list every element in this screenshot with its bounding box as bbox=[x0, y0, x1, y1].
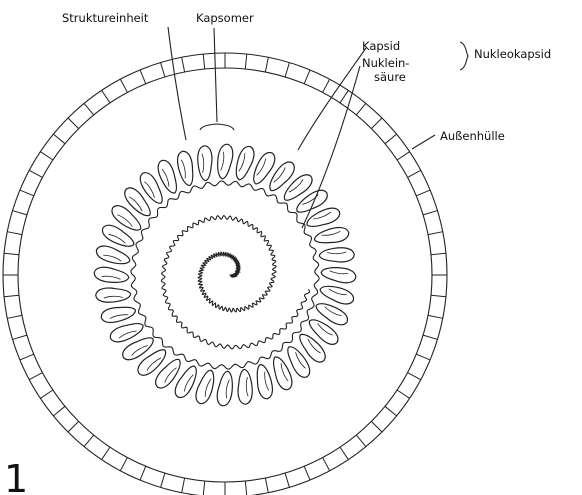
capsomer bbox=[100, 303, 137, 324]
envelope-segment bbox=[120, 458, 127, 471]
envelope-segment bbox=[40, 390, 52, 398]
label-nukleokapsid: Nukleokapsid bbox=[474, 47, 551, 61]
envelope-segment bbox=[397, 390, 409, 398]
envelope-segment bbox=[84, 435, 94, 447]
envelope-segment bbox=[323, 79, 330, 92]
envelope-segment bbox=[29, 373, 42, 380]
envelope-segment bbox=[140, 70, 146, 84]
capsomer bbox=[237, 369, 252, 404]
envelope-segment bbox=[4, 295, 19, 296]
leader-kapsid bbox=[298, 48, 366, 150]
envelope-segment bbox=[416, 190, 430, 196]
envelope-segment bbox=[203, 54, 204, 69]
envelope-segment bbox=[20, 190, 34, 196]
capsomer bbox=[253, 363, 274, 400]
envelope-segment bbox=[68, 421, 79, 432]
envelope-segment bbox=[397, 152, 409, 160]
envelope-segment bbox=[29, 170, 42, 177]
envelope-segment bbox=[4, 253, 19, 254]
envelope-segment bbox=[7, 232, 22, 235]
envelope-segment bbox=[84, 103, 94, 115]
nucleic-acid-spiral bbox=[161, 216, 309, 349]
envelope-segment bbox=[423, 211, 437, 215]
envelope-segment bbox=[245, 54, 246, 69]
envelope-segment bbox=[245, 481, 246, 495]
envelope-segment bbox=[161, 63, 165, 77]
envelope-segment bbox=[161, 473, 165, 487]
label-kapsomer: Kapsomer bbox=[196, 11, 254, 25]
envelope-segment bbox=[304, 466, 310, 480]
capsomer bbox=[94, 243, 132, 267]
outer-envelope bbox=[3, 53, 447, 495]
envelope-segment bbox=[385, 406, 397, 416]
envelope-segment bbox=[408, 373, 421, 380]
envelope-segment bbox=[285, 63, 289, 77]
envelope-segment bbox=[340, 447, 348, 459]
leader-aussenhuelle bbox=[412, 135, 435, 149]
envelope-segment bbox=[431, 253, 446, 254]
leader-struktureinheit bbox=[168, 27, 186, 140]
leader-kapsomer bbox=[214, 28, 217, 122]
envelope-segment bbox=[285, 473, 289, 487]
envelope-segment bbox=[428, 232, 443, 235]
nukleokapsid-brace bbox=[460, 42, 468, 70]
envelope-segment bbox=[304, 70, 310, 84]
label-kapsid: Kapsid bbox=[362, 39, 400, 53]
envelope-segment bbox=[265, 57, 268, 72]
capsomer bbox=[215, 143, 234, 180]
figure-number: 1 bbox=[4, 457, 28, 495]
capsomer-bracket bbox=[200, 124, 234, 130]
capsomer bbox=[313, 225, 350, 246]
envelope-segment bbox=[385, 134, 397, 144]
capsomer bbox=[318, 282, 356, 306]
envelope-segment bbox=[13, 335, 27, 339]
envelope-segments bbox=[3, 53, 447, 495]
envelope-segment bbox=[182, 478, 185, 493]
capsomer bbox=[93, 266, 130, 285]
envelope-segment bbox=[408, 170, 421, 177]
capsomer bbox=[95, 287, 130, 302]
capsomer bbox=[319, 247, 354, 262]
capsid-inner-boundary bbox=[131, 181, 319, 369]
envelope-segment bbox=[53, 406, 65, 416]
envelope-segment bbox=[431, 295, 446, 296]
envelope-segment bbox=[371, 421, 382, 432]
envelope-segment bbox=[428, 315, 443, 318]
envelope-segment bbox=[140, 466, 146, 480]
capsomer bbox=[175, 150, 196, 187]
envelope-segment bbox=[102, 90, 110, 102]
label-nuklein: Nuklein- bbox=[362, 56, 409, 70]
label-aussenhuelle: Außenhülle bbox=[440, 129, 505, 143]
envelope-segment bbox=[340, 90, 348, 102]
envelope-segment bbox=[371, 118, 382, 129]
label-saeure: säure bbox=[374, 70, 406, 84]
envelope-segment bbox=[7, 315, 22, 318]
envelope-segment bbox=[323, 458, 330, 471]
envelope-segment bbox=[423, 335, 437, 339]
envelope-segment bbox=[356, 103, 366, 115]
envelope-segment bbox=[182, 57, 185, 72]
envelope-segment bbox=[120, 79, 127, 92]
capsomer bbox=[197, 145, 212, 180]
capsomer bbox=[216, 370, 235, 407]
envelope-segment bbox=[68, 118, 79, 129]
envelope-segment bbox=[102, 447, 110, 459]
envelope-segment bbox=[40, 152, 52, 160]
envelope-segment bbox=[416, 354, 430, 360]
envelope-segment bbox=[265, 478, 268, 493]
capsomer bbox=[320, 265, 357, 284]
capsomer bbox=[193, 368, 217, 406]
envelope-segment bbox=[20, 354, 34, 360]
label-struktureinheit: Struktureinheit bbox=[62, 11, 149, 25]
capsomer bbox=[232, 144, 256, 182]
envelope-segment bbox=[53, 134, 65, 144]
envelope-segment bbox=[13, 211, 27, 215]
envelope-segment bbox=[203, 481, 204, 495]
envelope-segment bbox=[356, 435, 366, 447]
